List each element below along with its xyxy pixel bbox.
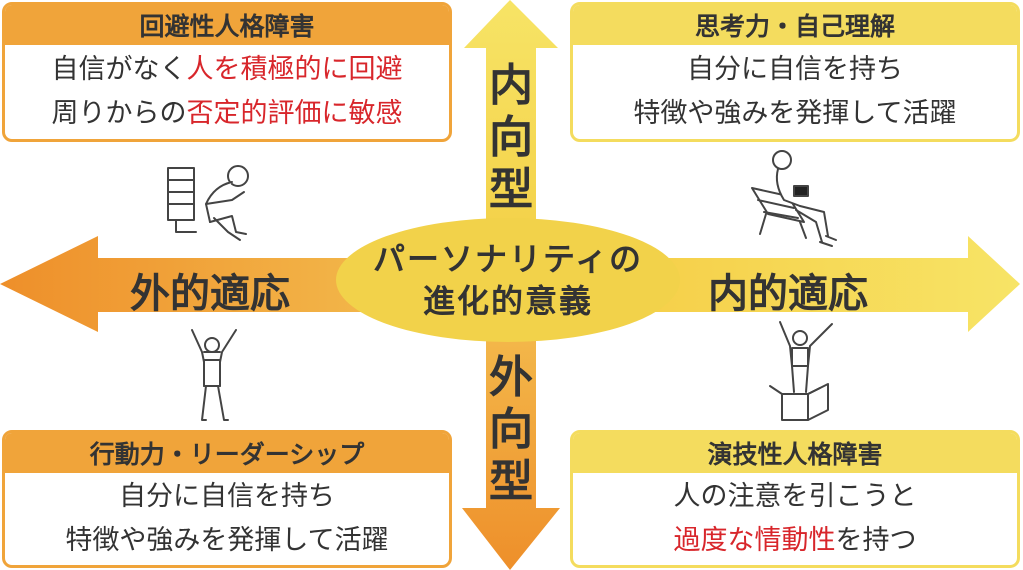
- quadrant-line: 特徴や強みを発揮して活躍: [633, 98, 957, 129]
- up-arrow: [464, 0, 558, 228]
- axis-label-extrovert-char: 型: [489, 456, 533, 507]
- axis-label-introvert: 内 向 型: [486, 60, 536, 216]
- quadrant-line: 人の注意を引こうと: [673, 481, 917, 512]
- quadrant-title: 演技性人格障害: [573, 433, 1017, 473]
- quadrant-line: 特徴や強みを発揮して活躍: [65, 525, 389, 556]
- highlight-text: 人を積極的に回避: [186, 54, 403, 85]
- highlight-text: 過度な情動性: [673, 525, 836, 556]
- quadrant-body: 自信がなく人を積極的に回避 周りからの否定的評価に敏感: [5, 45, 449, 139]
- quadrant-top-left: 回避性人格障害 自信がなく人を積極的に回避 周りからの否定的評価に敏感: [2, 2, 452, 142]
- axis-label-internal-adaptation: 内的適応: [708, 271, 868, 317]
- down-arrow: [462, 338, 560, 570]
- quadrant-body: 人の注意を引こうと 過度な情動性を持つ: [573, 473, 1017, 565]
- center-title-line1: パーソナリティの: [372, 240, 644, 278]
- quadrant-body: 自分に自信を持ち 特徴や強みを発揮して活躍: [573, 45, 1017, 139]
- quadrant-line: 自信がなく人を積極的に回避: [52, 48, 403, 92]
- quadrant-title: 行動力・リーダーシップ: [5, 433, 449, 473]
- quadrant-title: 回避性人格障害: [5, 5, 449, 45]
- man-on-bench-head-down-illustration: [167, 165, 249, 241]
- quadrant-bottom-left: 行動力・リーダーシップ 自分に自信を持ち 特徴や強みを発揮して活躍: [2, 430, 452, 568]
- axis-label-extrovert-char: 外: [489, 352, 533, 403]
- text: を持つ: [835, 525, 917, 556]
- right-arrow: [650, 236, 1020, 332]
- man-arms-raised-illustration: [191, 329, 237, 421]
- quadrant-bottom-right: 演技性人格障害 人の注意を引こうと 過度な情動性を持つ: [570, 430, 1020, 568]
- quadrant-line: 過度な情動性を持つ: [674, 519, 917, 563]
- text: 自信がなく: [51, 54, 187, 85]
- axis-label-external-adaptation: 外的適応: [130, 271, 290, 317]
- quadrant-line: 周りからの否定的評価に敏感: [52, 92, 403, 136]
- left-arrow: [0, 236, 380, 332]
- highlight-text: 否定的評価に敏感: [186, 98, 403, 129]
- axis-label-introvert-char: 型: [489, 164, 533, 215]
- quadrant-line: 自分に自信を持ち: [119, 481, 335, 512]
- man-reading-on-bench-illustration: [751, 150, 837, 247]
- axis-label-introvert-char: 内: [489, 60, 533, 111]
- man-on-box-arms-raised-illustration: [769, 321, 833, 421]
- quadrant-line: 自分に自信を持ち: [687, 54, 903, 85]
- axis-label-extrovert: 外 向 型: [486, 352, 536, 508]
- quadrant-title: 思考力・自己理解: [573, 5, 1017, 45]
- axis-label-extrovert-char: 向: [489, 404, 533, 455]
- axis-label-introvert-char: 向: [489, 112, 533, 163]
- quadrant-body: 自分に自信を持ち 特徴や強みを発揮して活躍: [5, 473, 449, 565]
- center-title-line2: 進化的意義: [422, 282, 593, 320]
- text: 周りからの: [51, 98, 187, 129]
- quadrant-top-right: 思考力・自己理解 自分に自信を持ち 特徴や強みを発揮して活躍: [570, 2, 1020, 142]
- center-ellipse: パーソナリティの 進化的意義: [336, 218, 680, 342]
